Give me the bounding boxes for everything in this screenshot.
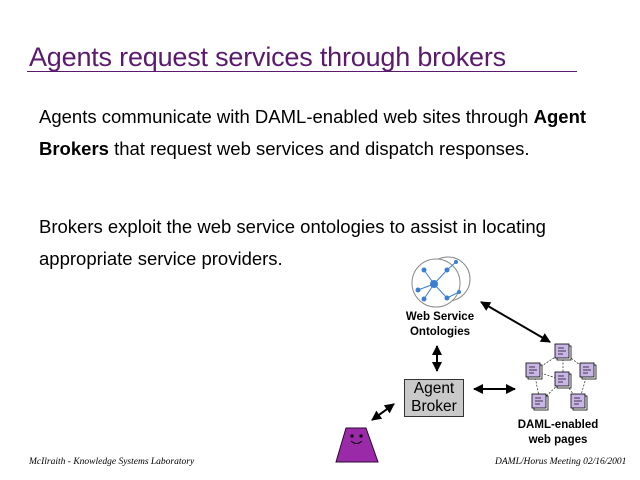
webpages-label-line2: web pages	[528, 434, 588, 446]
arrow-agent-broker	[371, 403, 395, 421]
web-page-icon	[554, 343, 572, 361]
web-page-icon	[531, 393, 549, 411]
footer-right: DAML/Horus Meeting 02/16/2001	[495, 457, 627, 467]
paragraph1-text-start: Agents communicate with DAML-enabled web…	[39, 106, 534, 127]
web-pages-icon	[525, 343, 597, 411]
slide-title: Agents request services through brokers	[29, 42, 506, 72]
agent-broker-box: Agent Broker	[404, 379, 464, 417]
ontologies-label-line1: Web Service	[405, 311, 475, 323]
paragraph1-text-end: that request web services and dispatch r…	[108, 138, 530, 159]
web-page-icon	[570, 393, 588, 411]
paragraph-agents: Agents communicate with DAML-enabled web…	[39, 101, 599, 165]
ontology-graph-icon	[411, 256, 471, 308]
broker-label-line2: Broker	[411, 398, 457, 415]
ontologies-label: Web Service Ontologies	[380, 310, 500, 340]
footer-left: McIlraith - Knowledge Systems Laboratory	[29, 457, 195, 467]
webpages-label: DAML-enabled web pages	[498, 418, 618, 448]
ontologies-label-line2: Ontologies	[409, 326, 471, 338]
agent-figure-icon	[335, 427, 379, 463]
arrow-ontologies-webpages	[480, 301, 551, 343]
web-page-icon	[525, 362, 543, 380]
web-page-icon	[579, 362, 597, 380]
title-underline	[27, 71, 577, 72]
paragraph-brokers: Brokers exploit the web service ontologi…	[39, 216, 546, 269]
paragraph1-bold-text: Agent Brokers	[39, 106, 587, 159]
broker-label-line1: Agent	[413, 380, 455, 397]
web-page-icon	[554, 371, 572, 389]
webpages-label-line1: DAML-enabled	[517, 419, 599, 431]
